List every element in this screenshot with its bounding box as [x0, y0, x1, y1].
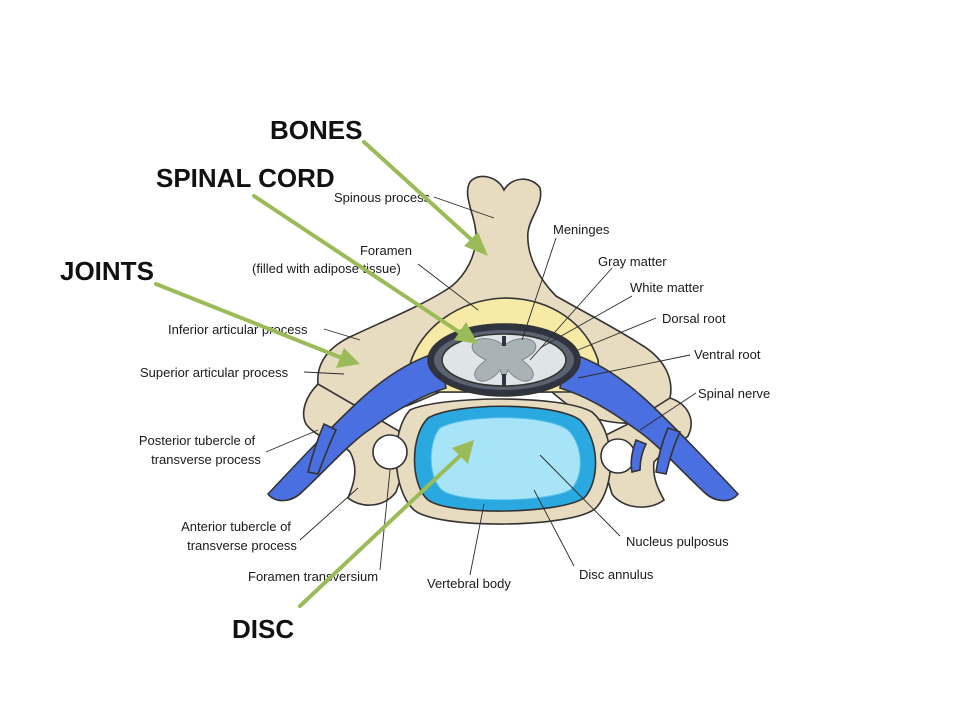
label-ventral-root: Ventral root [694, 347, 761, 362]
callout-labels: BONES SPINAL CORD JOINTS DISC [60, 115, 362, 644]
label-posterior-tubercle-detail: transverse process [151, 452, 261, 467]
callout-bones: BONES [270, 115, 362, 145]
label-dorsal-root: Dorsal root [662, 311, 726, 326]
label-meninges: Meninges [553, 222, 610, 237]
arrow-joints [154, 282, 360, 368]
spinal-nerves [266, 350, 740, 502]
callout-disc: DISC [232, 614, 294, 644]
label-nucleus-pulposus: Nucleus pulposus [626, 534, 729, 549]
label-gray-matter: Gray matter [598, 254, 667, 269]
label-superior-articular-process: Superior articular process [140, 365, 289, 380]
label-disc-annulus: Disc annulus [579, 567, 654, 582]
callout-joints: JOINTS [60, 256, 154, 286]
intervertebral-disc [413, 405, 597, 512]
callout-spinal-cord: SPINAL CORD [156, 163, 335, 193]
label-inferior-articular-process: Inferior articular process [168, 322, 308, 337]
label-spinous-process: Spinous process [334, 190, 431, 205]
label-posterior-tubercle: Posterior tubercle of [139, 433, 256, 448]
label-foramen-transversium: Foramen transversium [248, 569, 378, 584]
arrow-spinal-cord [252, 194, 478, 344]
label-vertebral-body: Vertebral body [427, 576, 511, 591]
label-white-matter: White matter [630, 280, 704, 295]
arrow-bones [362, 140, 488, 256]
spinal-cord [427, 323, 581, 397]
label-anterior-tubercle: Anterior tubercle of [181, 519, 291, 534]
label-spinal-nerve: Spinal nerve [698, 386, 770, 401]
label-foramen-detail: (filled with adipose tissue) [252, 261, 401, 276]
label-anterior-tubercle-detail: transverse process [187, 538, 297, 553]
callout-arrows [154, 140, 488, 608]
arrow-disc [298, 440, 474, 608]
leader-lines [265, 196, 697, 576]
anatomy-labels: Spinous process Meninges Foramen (filled… [139, 190, 770, 591]
label-foramen: Foramen [360, 243, 412, 258]
